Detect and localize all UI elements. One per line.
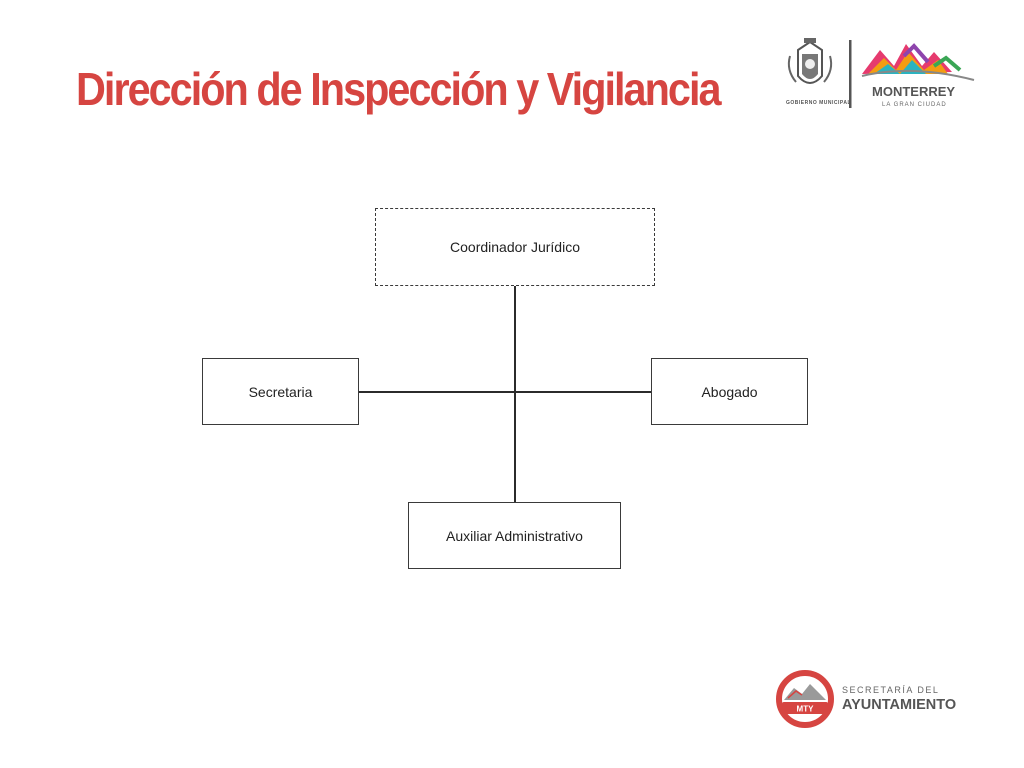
org-node-label: Coordinador Jurídico bbox=[450, 239, 580, 255]
mountain-badge-icon bbox=[776, 670, 834, 728]
monterrey-tagline: LA GRAN CIUDAD bbox=[882, 102, 947, 108]
connector-vertical bbox=[514, 285, 516, 502]
org-node-label: Secretaria bbox=[248, 383, 313, 400]
mty-badge-text: MTY bbox=[797, 705, 815, 714]
monterrey-name: MONTERREY bbox=[872, 84, 955, 99]
logo-divider bbox=[849, 40, 852, 108]
org-node-secretaria: Secretaria bbox=[202, 358, 359, 425]
mountain-skyline-icon bbox=[861, 43, 975, 81]
org-node-auxiliar: Auxiliar Administrativo bbox=[408, 502, 621, 569]
connector-horizontal bbox=[358, 391, 651, 393]
org-node-coordinador: Coordinador Jurídico bbox=[375, 208, 655, 286]
coat-of-arms-icon bbox=[787, 38, 833, 84]
ayuntamiento-line1: SECRETARÍA DEL bbox=[842, 685, 939, 695]
header-logos: GOBIERNO MUNICIPAL MONTERREY LA GRAN CIU… bbox=[786, 38, 975, 108]
gobierno-caption: GOBIERNO MUNICIPAL bbox=[786, 100, 851, 106]
ayuntamiento-line2: AYUNTAMIENTO bbox=[842, 697, 956, 713]
ayuntamiento-logo: MTY SECRETARÍA DEL AYUNTAMIENTO bbox=[776, 670, 956, 728]
page-title: Dirección de Inspección y Vigilancia bbox=[76, 63, 722, 115]
org-node-label: Auxiliar Administrativo bbox=[446, 527, 583, 544]
org-node-abogado: Abogado bbox=[651, 358, 808, 425]
org-node-label: Abogado bbox=[701, 383, 758, 400]
